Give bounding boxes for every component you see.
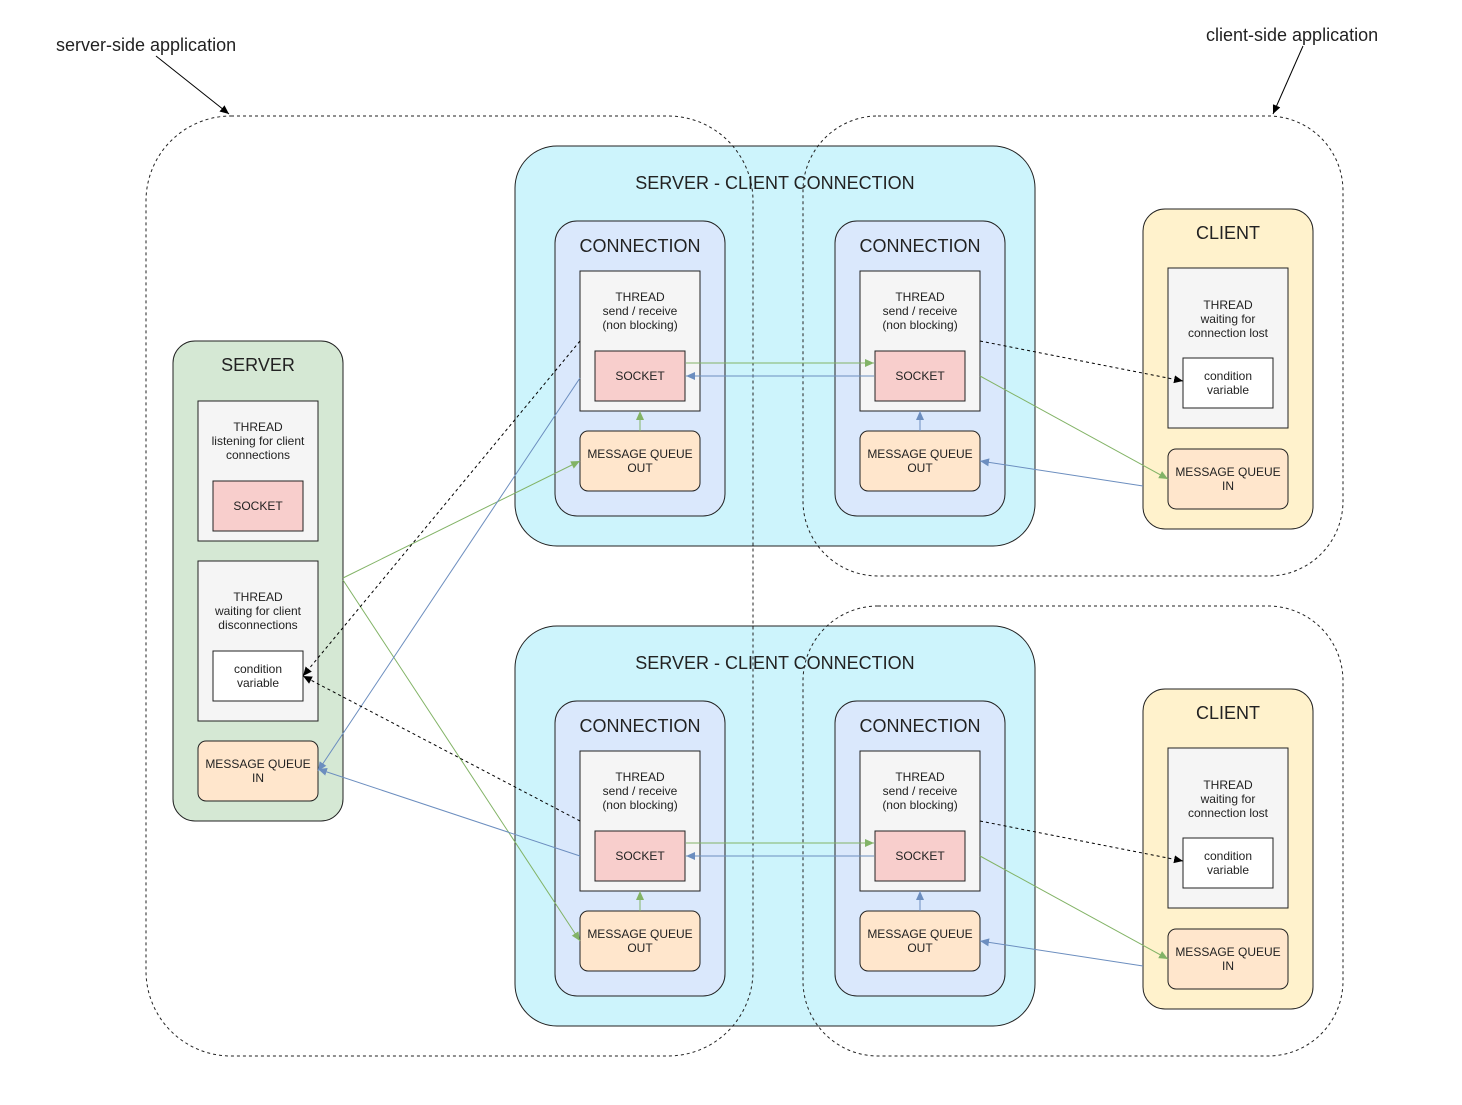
connection-socket-label: SOCKET <box>615 849 665 863</box>
server-side-boundary <box>145 115 754 1057</box>
client-title: CLIENT <box>1195 223 1260 243</box>
connection-socket-label: SOCKET <box>615 369 665 383</box>
client-top <box>1142 208 1314 530</box>
server-side-annotation: server-side application <box>56 35 237 55</box>
client-side-pointer <box>1272 45 1304 115</box>
client-title: CLIENT <box>1195 703 1260 723</box>
connection-socket-label: SOCKET <box>895 849 945 863</box>
server-socket-box <box>212 480 304 532</box>
arrow-server-to-bottom-queue <box>342 579 581 942</box>
connection-socket-label: SOCKET <box>895 369 945 383</box>
connection-group-title-top: SERVER - CLIENT CONNECTION <box>635 173 915 193</box>
arrow-bottom-socket-to-server-queue <box>317 768 581 857</box>
connection-bottom-right <box>834 700 1006 997</box>
connection-title: CONNECTION <box>859 716 981 736</box>
arrow-server-to-top-queue <box>342 460 581 579</box>
connection-title: CONNECTION <box>579 716 701 736</box>
arrow-top-thread-to-client-condition <box>979 340 1184 384</box>
arrow-bottom-socket-to-client-queue <box>979 855 1169 960</box>
connection-title: CONNECTION <box>859 236 981 256</box>
connection-bottom-left <box>554 700 726 997</box>
arrow-top-thread-to-server-condition <box>302 340 581 677</box>
client-side-boundary-top <box>802 115 1344 577</box>
arrow-top-socket-to-client-queue <box>979 375 1169 480</box>
connection-top-right <box>834 220 1006 517</box>
client-side-boundary-bottom <box>802 605 1344 1057</box>
client-side-annotation: client-side application <box>1206 25 1379 45</box>
connection-title: CONNECTION <box>579 236 701 256</box>
arrow-bottom-client-queue-to-connection <box>979 938 1144 967</box>
connection-group-title-bottom: SERVER - CLIENT CONNECTION <box>635 653 915 673</box>
server-title: SERVER <box>221 355 295 375</box>
arrow-bottom-thread-to-client-condition <box>979 820 1184 864</box>
arrow-bottom-thread-to-server-condition <box>302 675 581 822</box>
client-bottom <box>1142 688 1314 1010</box>
server-condition-box <box>212 650 304 702</box>
arrow-top-client-queue-to-connection <box>979 458 1144 487</box>
arrow-top-socket-to-server-queue <box>317 377 581 772</box>
server-side-pointer <box>155 55 230 115</box>
server-socket-label: SOCKET <box>233 499 283 513</box>
connection-top-left <box>554 220 726 517</box>
